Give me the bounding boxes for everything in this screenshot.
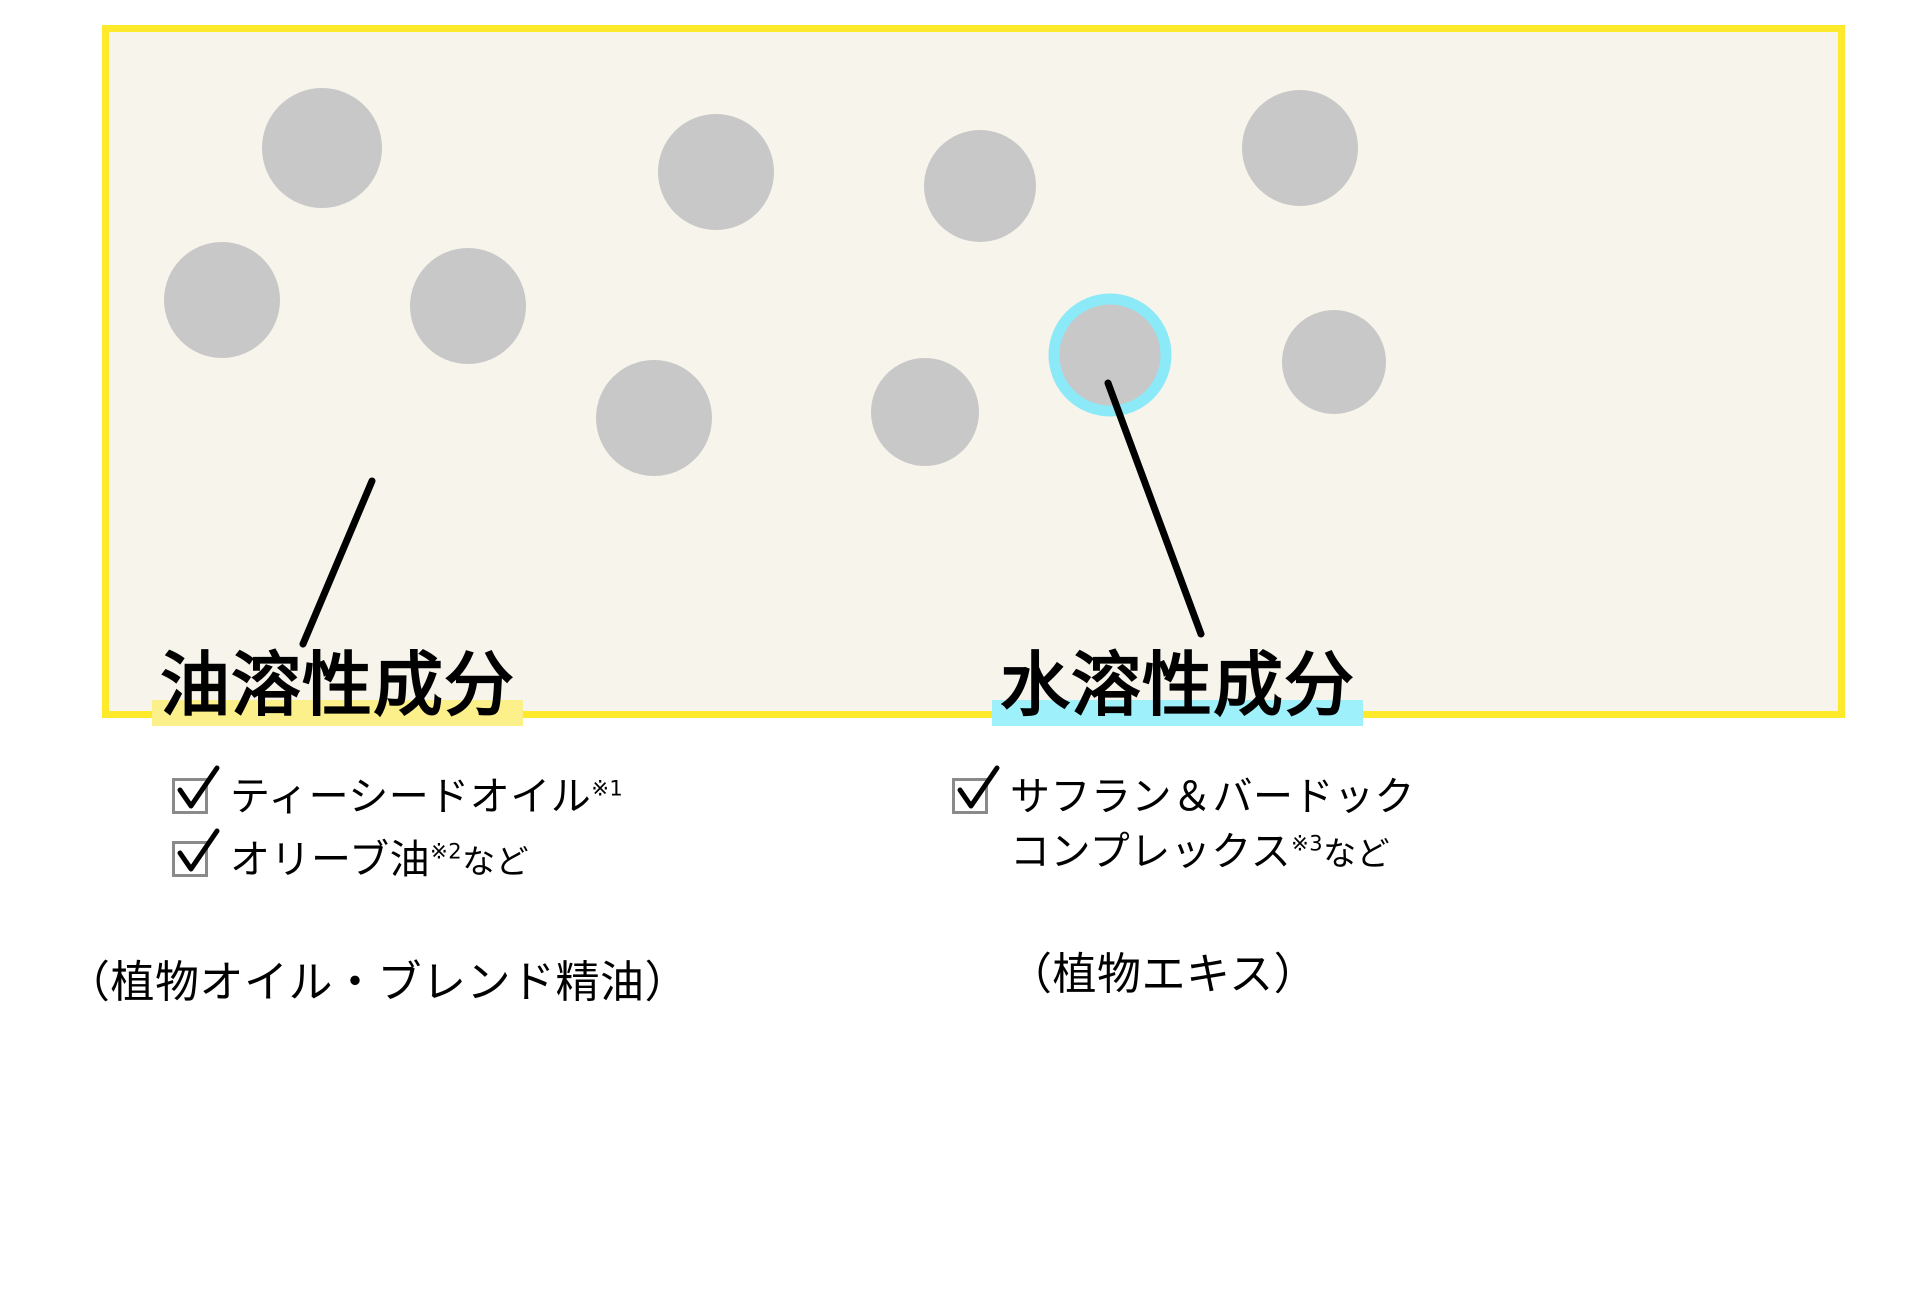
oil-item-1-trail: など	[462, 842, 530, 882]
checkbox-checked-icon	[172, 765, 220, 814]
water-heading-wrap: 水溶性成分	[992, 650, 1363, 726]
water-heading-label: 水溶性成分	[1000, 644, 1355, 726]
water-item-1-trail: など	[1323, 834, 1391, 874]
oil-item-0-text: ティーシードオイル	[230, 774, 592, 820]
oil-item-0-note: ※1	[591, 776, 624, 801]
oil-column-note: （植物オイル・ブレンド精油）	[66, 957, 689, 1009]
list-item: ティーシードオイル※1	[172, 765, 760, 825]
oil-item-1-text: オリーブ油	[230, 837, 431, 884]
water-item-1-note: ※3	[1291, 831, 1324, 856]
oil-heading-highlight	[152, 700, 523, 726]
water-column-note: （植物エキス）	[1008, 949, 1319, 1001]
emulsion-box	[102, 25, 1845, 718]
water-check-list: サフラン＆バードックコンプレックス※3など	[952, 765, 1630, 880]
oil-check-list: ティーシードオイル※1 オリーブ油※2など	[172, 765, 760, 888]
oil-heading-label: 油溶性成分	[160, 644, 515, 726]
list-item: サフラン＆バードックコンプレックス※3など	[952, 765, 1630, 880]
checkbox-checked-icon	[952, 765, 1000, 814]
oil-item-0: ティーシードオイル※1	[230, 770, 623, 825]
water-item-0-text: サフラン＆バードック	[1010, 774, 1415, 820]
list-item: オリーブ油※2など	[172, 828, 760, 888]
water-soluble-column: 水溶性成分 サフラン＆バードックコンプレックス※3など （植物エキス）	[930, 650, 1630, 1002]
oil-item-1: オリーブ油※2など	[230, 833, 529, 888]
water-item-1-text: コンプレックス	[1010, 829, 1292, 876]
checkbox-checked-icon	[172, 828, 220, 878]
water-items: サフラン＆バードックコンプレックス※3など	[1010, 770, 1415, 880]
water-heading-highlight	[992, 700, 1363, 726]
oil-soluble-column: 油溶性成分 ティーシードオイル※1 オリーブ油※	[60, 650, 760, 1010]
oil-heading-wrap: 油溶性成分	[152, 650, 523, 726]
oil-item-1-note: ※2	[430, 839, 463, 864]
